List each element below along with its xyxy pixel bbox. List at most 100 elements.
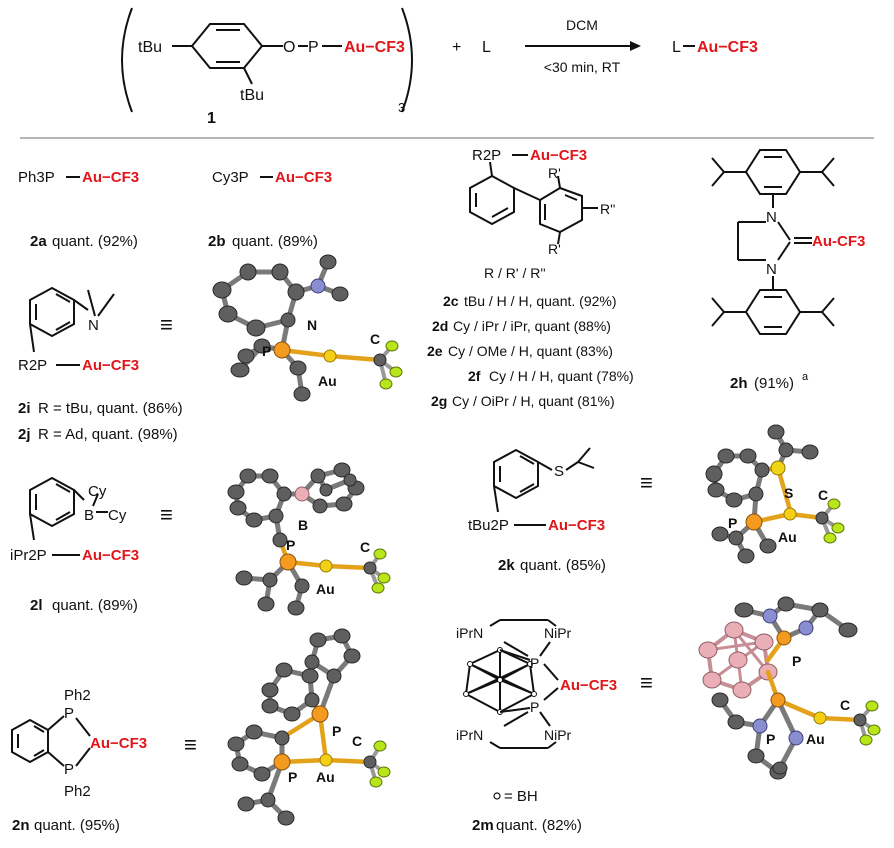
2m-n1: iPrN	[456, 625, 483, 641]
2k-au-cf3: Au−CF3	[548, 517, 605, 534]
s2i-p-label: P	[262, 343, 271, 359]
compound-2k: S tBu2P Au−CF3 ≡ 2k quant. (85%)	[468, 447, 653, 574]
s2n-p1-label: P	[332, 723, 341, 739]
2n-p-top: P	[64, 705, 74, 722]
2l-equiv: ≡	[160, 502, 173, 527]
2g-row: Cy / OiPr / H, quant (81%)	[452, 393, 615, 409]
2n-ph-top: Ph2	[64, 687, 91, 704]
2i-row: R = tBu, quant. (86%)	[38, 400, 183, 417]
carborane-cage-crystal	[698, 621, 778, 699]
s2k-s-label: S	[784, 485, 793, 501]
2f-label: 2f	[468, 368, 481, 384]
2l-yield: quant. (89%)	[52, 597, 138, 614]
2cg-sub-r1: R'	[548, 165, 561, 181]
2n-p-bottom: P	[64, 761, 74, 778]
2n-yield: quant. (95%)	[34, 817, 120, 834]
2l-label: 2l	[30, 597, 43, 614]
crystal-structure-2n: P P C Au	[227, 628, 391, 826]
s2i-c-label: C	[370, 331, 380, 347]
s2l-c-label: C	[360, 539, 370, 555]
compound-2i-2j: N R2P Au−CF3 ≡ 2i R = tBu, quant. (86%) …	[18, 286, 183, 443]
2a-label: 2a	[30, 233, 47, 250]
2j-row: R = Ad, quant. (98%)	[38, 426, 178, 443]
2e-row: Cy / OMe / H, quant (83%)	[448, 343, 613, 359]
2h-label: 2h	[730, 375, 748, 392]
2cg-ligand: R2P	[472, 147, 501, 164]
2l-cy-2: Cy	[108, 507, 127, 524]
2g-label: 2g	[431, 393, 447, 409]
2i-label: 2i	[18, 400, 31, 417]
2c-label: 2c	[443, 293, 459, 309]
s2n-p2-label: P	[288, 769, 297, 785]
compound-2h: N N Au-CF3 2h (91%) a	[711, 149, 865, 392]
2m-n2: NiPr	[544, 625, 572, 641]
arrow-conditions-solvent: DCM	[566, 17, 598, 33]
2h-au-cf3: Au-CF3	[812, 233, 865, 250]
2b-yield: quant. (89%)	[232, 233, 318, 250]
2l-cy-1: Cy	[88, 483, 107, 500]
phosphorus-label: P	[308, 39, 319, 56]
subscript-3: 3	[398, 100, 405, 115]
2l-au-cf3: Au−CF3	[82, 547, 139, 564]
2m-au-cf3: Au−CF3	[560, 677, 617, 694]
crystal-structure-2i: N P C Au	[212, 254, 403, 402]
2n-equiv: ≡	[184, 732, 197, 757]
left-parenthesis	[121, 7, 133, 113]
arrow-conditions-time: <30 min, RT	[544, 59, 621, 75]
plus-sign: +	[452, 39, 461, 56]
2k-equiv: ≡	[640, 470, 653, 495]
s2m-au-label: Au	[806, 731, 825, 747]
s2l-au-label: Au	[316, 581, 335, 597]
2b-ligand: Cy3P	[212, 169, 249, 186]
2ij-ligand: R2P	[18, 357, 47, 374]
2m-label: 2m	[472, 817, 494, 834]
2l-ligand: iPr2P	[10, 547, 47, 564]
oxygen-label: O	[283, 39, 295, 56]
crystal-structure-2l: B P C Au	[227, 462, 391, 616]
2a-yield: quant. (92%)	[52, 233, 138, 250]
2n-label: 2n	[12, 817, 30, 834]
2m-yield: quant. (82%)	[496, 817, 582, 834]
2k-ligand: tBu2P	[468, 517, 509, 534]
2f-row: Cy / H / H, quant (78%)	[489, 368, 634, 384]
crystal-structure-2k: S P C Au	[705, 424, 845, 564]
2ij-nitrogen: N	[88, 317, 99, 334]
au-cf3-reagent: Au−CF3	[344, 39, 405, 56]
2m-bh-note: = BH	[504, 788, 538, 805]
s2l-b-label: B	[298, 517, 308, 533]
2ij-equiv: ≡	[160, 312, 173, 337]
2cg-au-cf3: Au−CF3	[530, 147, 587, 164]
2k-sulfur: S	[554, 463, 564, 480]
right-parenthesis	[401, 7, 413, 113]
product-L: L	[672, 39, 681, 56]
2k-yield: quant. (85%)	[520, 557, 606, 574]
2h-yield: (91%)	[754, 375, 794, 392]
2d-row: Cy / iPr / iPr, quant (88%)	[453, 318, 611, 334]
2h-n-bottom: N	[766, 261, 777, 278]
crystal-structure-2m: P P C Au	[698, 596, 881, 780]
2k-label: 2k	[498, 557, 515, 574]
s2i-au-label: Au	[318, 373, 337, 389]
compound-2a: Ph3P Au−CF3 2a quant. (92%)	[18, 169, 139, 250]
s2n-au-label: Au	[316, 769, 335, 785]
ligand-L: L	[482, 39, 491, 56]
2b-au-cf3: Au−CF3	[275, 169, 332, 186]
2cg-sub-r2: R'	[548, 241, 561, 257]
s2m-c-label: C	[840, 697, 850, 713]
compound-2b: Cy3P Au−CF3 2b quant. (89%)	[208, 169, 332, 250]
compound-2l: B Cy Cy iPr2P Au−CF3 ≡ 2l quant. (89%)	[10, 476, 173, 614]
s2k-p-label: P	[728, 515, 737, 531]
2b-label: 2b	[208, 233, 226, 250]
tbu-ortho-label: tBu	[240, 87, 264, 104]
compound-2m: iPrN NiPr P Au−CF3 P iPrN NiPr = BH 2m q…	[456, 619, 653, 834]
2d-label: 2d	[432, 318, 448, 334]
2m-n3: iPrN	[456, 727, 483, 743]
2a-ligand: Ph3P	[18, 169, 55, 186]
s2l-p-label: P	[286, 537, 295, 553]
2m-n4: NiPr	[544, 727, 572, 743]
2l-boron: B	[84, 507, 94, 524]
s2k-c-label: C	[818, 487, 828, 503]
compound-2c-2g: R2P Au−CF3 R' R' R'' R / R' / R'' 2c tBu…	[427, 147, 634, 409]
2c-row: tBu / H / H, quant. (92%)	[464, 293, 617, 309]
